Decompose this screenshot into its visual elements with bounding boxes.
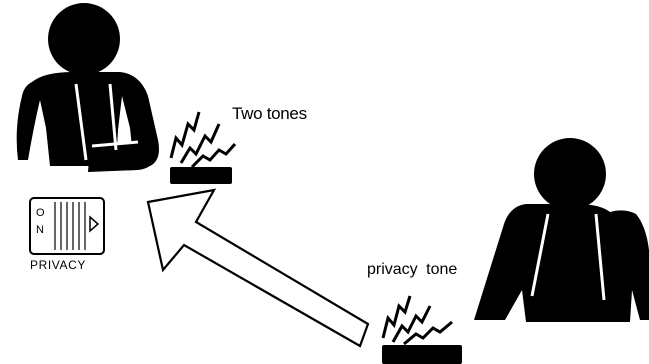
- left-phone-icon: [170, 167, 232, 184]
- switch-label-n: N: [36, 224, 44, 236]
- right-sound-waves-icon: [381, 295, 453, 346]
- privacy-switch-icon: [29, 197, 105, 255]
- left-sound-waves-icon: [169, 111, 237, 169]
- right-phone-icon: [382, 345, 462, 364]
- two-tones-label: Two tones: [232, 104, 307, 123]
- left-person-icon: [16, 3, 159, 172]
- arrow-icon: [146, 188, 370, 348]
- right-person-icon: [474, 138, 649, 322]
- privacy-caption: PRIVACY: [30, 258, 86, 272]
- privacy-tone-label: privacy tone: [367, 261, 458, 278]
- left-person-outline: [74, 83, 139, 161]
- switch-label-o: O: [36, 207, 45, 219]
- right-person-outline: [530, 213, 606, 301]
